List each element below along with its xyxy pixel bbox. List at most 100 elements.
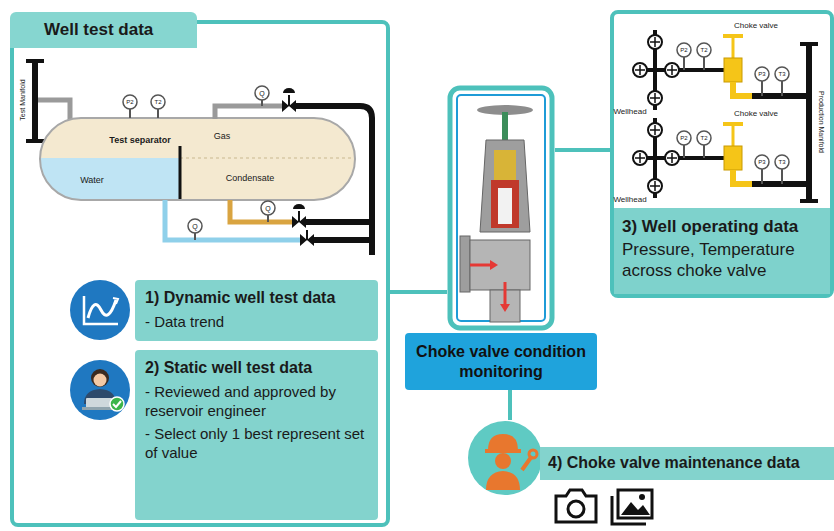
test-separator — [40, 158, 180, 200]
box-title: 1) Dynamic well test data — [145, 288, 368, 308]
separator-piping — [306, 230, 308, 240]
photo-icons — [618, 490, 652, 518]
well-operating-panel: 3) Well operating dataPressure, Temperat… — [610, 10, 834, 298]
box-text: - Reviewed and approved by reservoir eng… — [145, 382, 368, 420]
worker-icon — [495, 453, 511, 469]
maintenance-band: 4) Choke valve maintenance data — [540, 447, 834, 480]
separator-piping — [255, 86, 269, 100]
data-box: 2) Static well test data - Reviewed and a… — [135, 350, 378, 520]
wellhead-tree — [733, 82, 752, 96]
wellhead-tree — [633, 30, 806, 110]
worker-icon — [468, 421, 542, 495]
engineer-icon — [86, 398, 112, 408]
test-separator — [123, 95, 137, 109]
test-separator — [40, 158, 355, 200]
separator-piping — [215, 106, 282, 119]
wellhead-tree — [775, 67, 789, 81]
separator-piping — [298, 211, 300, 222]
wellhead-tree — [723, 34, 743, 38]
wellhead-tree — [697, 43, 711, 57]
illustration-label: Production Manifold — [818, 91, 825, 153]
box-title: 2) Static well test data — [145, 358, 368, 378]
wellhead-tree — [665, 63, 679, 77]
photo-icons — [621, 502, 650, 515]
worker-icon — [488, 434, 518, 450]
illustration-label: Choke valve — [734, 110, 778, 118]
separator-piping — [261, 100, 263, 106]
illustration-label: T2 — [700, 135, 707, 141]
separator-piping — [288, 95, 290, 106]
wellhead-layout — [633, 30, 818, 203]
wellhead-layout — [800, 199, 818, 203]
illustration-label: T2 — [700, 47, 707, 53]
illustration-label: T2 — [154, 99, 161, 105]
wellhead-tree — [633, 63, 647, 77]
illustration-label: T3 — [778, 71, 785, 77]
engineer-icon — [91, 369, 109, 387]
test-separator — [40, 95, 355, 208]
box-text: Pressure, Temperature across choke valve — [622, 239, 822, 281]
choke-valve-picture — [480, 140, 530, 232]
wellhead-tree — [648, 35, 662, 49]
box-title: 3) Well operating data — [622, 216, 822, 237]
trend-icon — [70, 280, 130, 340]
worker-icon — [485, 449, 521, 453]
choke-valve-picture — [504, 282, 507, 304]
separator-piping — [194, 233, 196, 240]
illustration-label: Gas — [214, 132, 231, 141]
wellhead-tree — [732, 38, 735, 58]
illustration-label: Q — [192, 223, 197, 230]
trend-icon — [84, 296, 118, 324]
test-separator — [157, 109, 159, 118]
illustration-label: Water — [80, 176, 104, 185]
engineer-icon — [113, 401, 121, 407]
choke-valve-picture — [470, 240, 530, 290]
data-box: 1) Dynamic well test data - Data trend — [135, 280, 378, 341]
illustration-label: P2 — [126, 99, 133, 105]
connector-line — [390, 290, 447, 294]
test-separator — [40, 118, 355, 200]
choke-valve-picture — [460, 236, 470, 292]
box-text: - Data trend — [145, 312, 368, 331]
engineer-icon — [110, 397, 124, 411]
wellhead-tree — [761, 81, 763, 96]
trend-icon — [88, 300, 116, 318]
separator-piping — [230, 200, 292, 222]
illustration-label: P2 — [680, 135, 687, 141]
node-text: Choke valve condition monitoring — [415, 342, 587, 382]
test-separator — [151, 95, 165, 109]
wellhead-tree — [648, 91, 662, 105]
separator-piping — [293, 204, 305, 209]
test-manifold — [26, 139, 44, 143]
node-text: 4) Choke valve maintenance data — [548, 454, 800, 471]
connector-line — [508, 390, 512, 420]
test-separator — [129, 109, 131, 118]
choke-valve-picture — [498, 188, 512, 224]
separator-piping — [267, 215, 269, 222]
choke-valve-picture — [450, 88, 552, 328]
test-separator — [179, 146, 182, 199]
test-separator — [180, 158, 355, 159]
illustration-label: P3 — [758, 71, 765, 77]
illustration-label: Condensate — [226, 174, 275, 183]
wellhead-tree — [677, 43, 691, 57]
test-manifold — [38, 100, 70, 120]
well-test-panel: Well test data1) Dynamic well test data-… — [10, 20, 390, 527]
engineer-icon — [94, 374, 107, 387]
illustration-label: Q — [265, 205, 270, 212]
choke-valve-picture — [494, 150, 516, 180]
separator-piping — [261, 201, 275, 215]
choke-valve-picture — [500, 304, 510, 312]
illustration-label: P2 — [680, 47, 687, 53]
separator-piping — [188, 219, 202, 233]
worker-icon — [529, 450, 537, 458]
monitoring-hub: Choke valve condition monitoring — [447, 85, 555, 390]
photo-icons — [556, 490, 596, 522]
maintenance-data: 4) Choke valve maintenance data — [468, 420, 834, 528]
choke-valve-picture — [470, 264, 490, 267]
wellhead-layout — [800, 42, 818, 46]
illustration-label: Q — [259, 90, 264, 97]
wellhead-tree — [667, 65, 677, 75]
wellhead-tree — [703, 57, 705, 70]
